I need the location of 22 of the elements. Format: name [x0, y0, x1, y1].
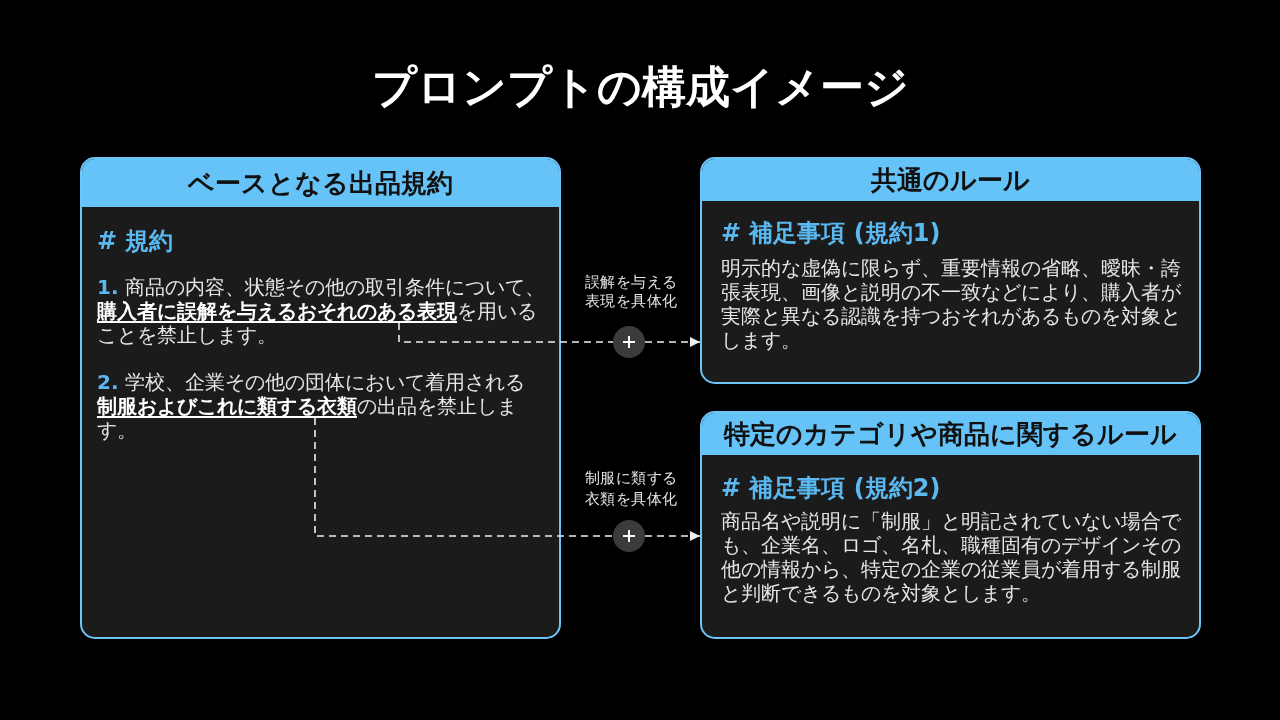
rule-text: 1. 商品の内容、状態その他の取引条件について、購入者に誤解を与えるおそれのある表現を用いることを禁止します。 — [97, 275, 549, 347]
dashed-connector — [398, 322, 614, 343]
card-header: ベースとなる出品規約 — [82, 159, 559, 207]
rules-panel — [700, 411, 1201, 639]
page-title: プロンプトの構成イメージ — [370, 60, 910, 114]
dashed-arrow — [644, 531, 701, 541]
section-heading: # 補足事項 (規約2) — [721, 473, 941, 503]
dashed-connector — [314, 417, 614, 537]
step-caption: 制服に類する衣類を具体化 — [583, 468, 679, 510]
rules-panel — [80, 157, 561, 639]
dashed-arrow — [644, 337, 701, 347]
section-heading: # 規約 — [97, 226, 174, 256]
step-caption: 誤解を与える表現を具体化 — [583, 273, 679, 311]
rule-text: 2. 学校、企業その他の団体において着用される制服およびこれに類する衣類の出品を禁止します。 — [97, 370, 533, 442]
card-header: 特定のカテゴリや商品に関するルール — [702, 413, 1199, 455]
body-text: 商品名や説明に「制服」と明記されていない場合でも、企業名、ロゴ、名札、職種固有のデザインその他の情報から、特定の企業の従業員が着用する制服と判断できるものを対象とします。 — [721, 509, 1182, 605]
section-heading: # 補足事項 (規約1) — [721, 218, 941, 248]
plus-icon — [613, 520, 645, 552]
body-text: 明示的な虚偽に限らず、重要情報の省略、曖昧・誇張表現、画像と説明の不一致などにより、購入者が実際と異なる認識を持つおそれがあるものを対象とします。 — [721, 256, 1182, 352]
rules-panel — [700, 157, 1201, 384]
plus-icon — [613, 326, 645, 358]
card-header: 共通のルール — [702, 159, 1199, 201]
